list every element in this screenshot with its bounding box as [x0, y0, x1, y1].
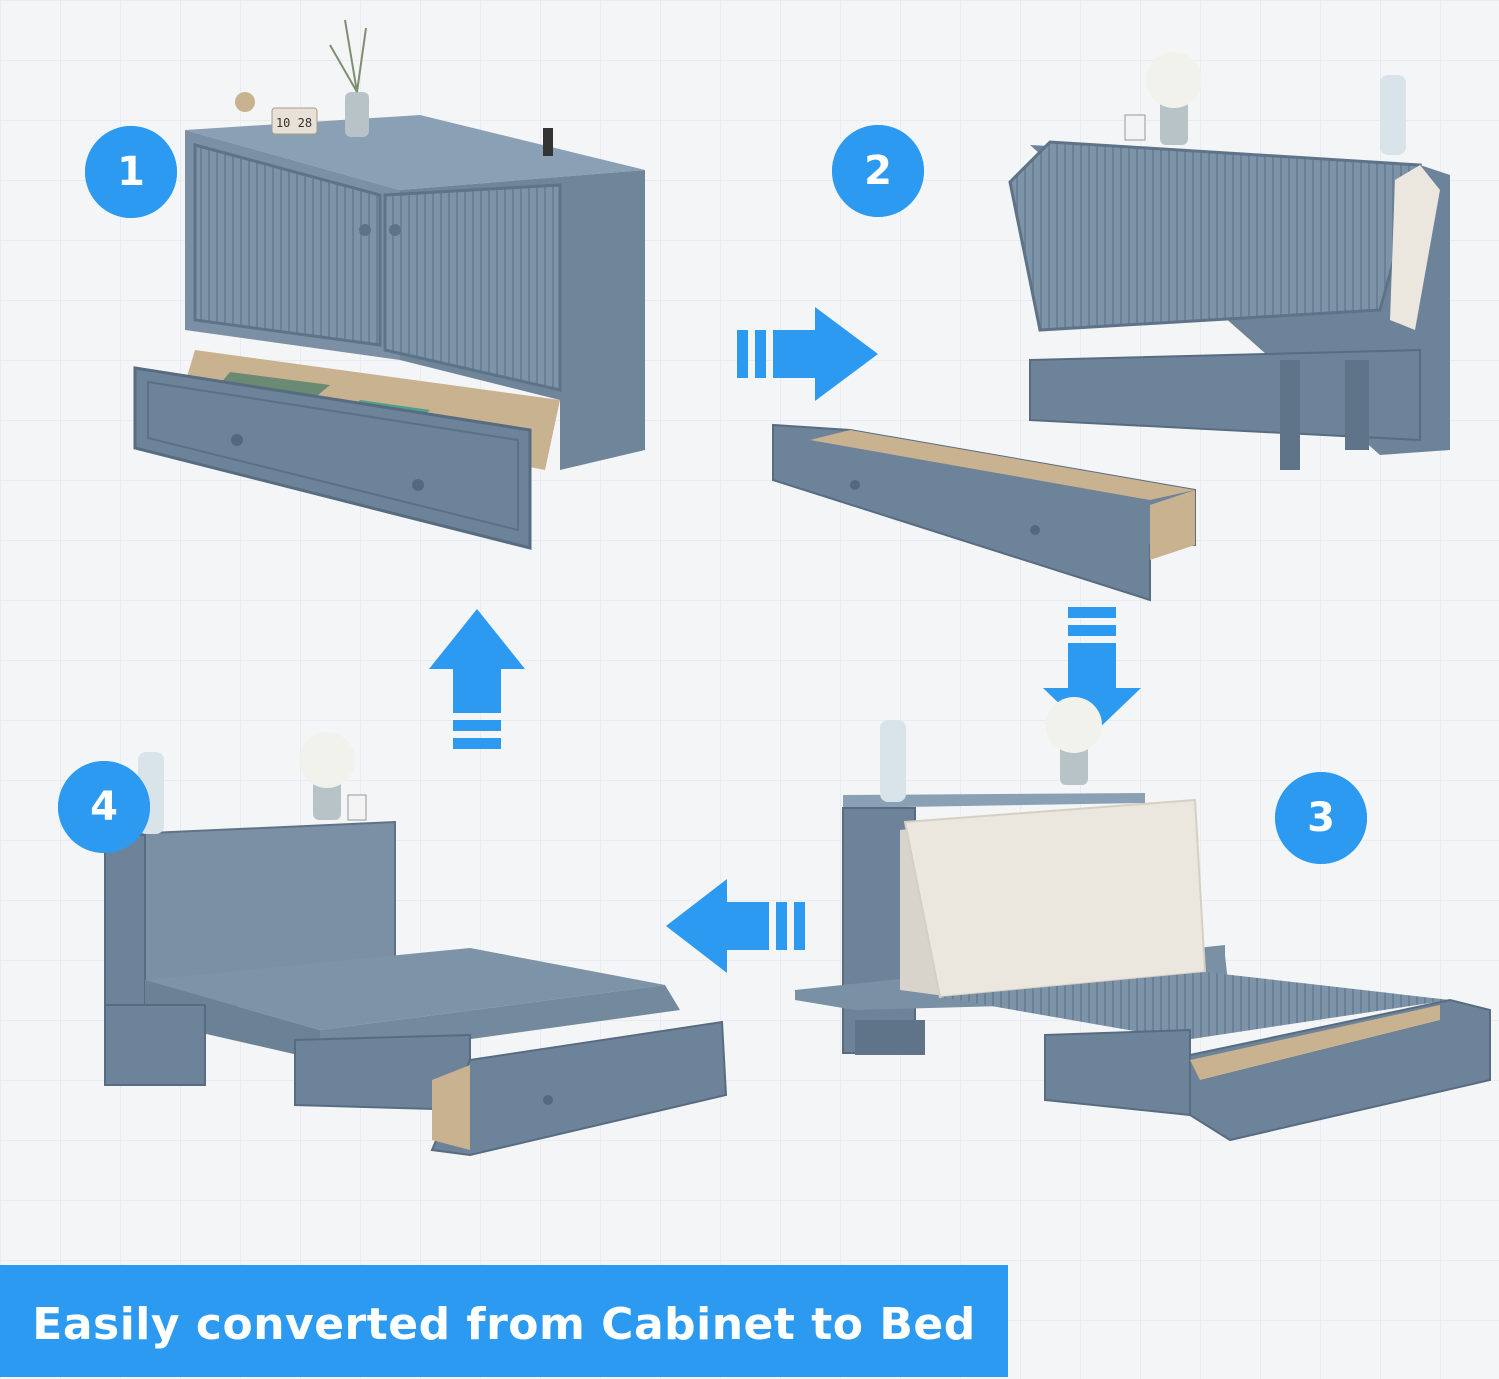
- step-number-4: 4: [58, 761, 150, 853]
- clock-display: 10 28: [276, 116, 312, 130]
- bed-step-4-image: [104, 732, 728, 1157]
- caption-banner: Easily converted from Cabinet to Bed: [0, 1265, 1008, 1377]
- arrow-down-icon: [1043, 607, 1141, 735]
- step-number-2: 2: [832, 125, 924, 217]
- step-number-3: 3: [1275, 772, 1367, 864]
- caption-text: Easily converted from Cabinet to Bed: [32, 1298, 976, 1350]
- step-number-1-label: 1: [117, 149, 145, 195]
- bed-step-3-image: [795, 697, 1491, 1142]
- cabinet-step-2-image: [772, 52, 1450, 602]
- step-number-3-label: 3: [1307, 795, 1335, 841]
- step-number-2-label: 2: [864, 148, 892, 194]
- cabinet-step-1-image: 10 28: [133, 19, 645, 550]
- step-number-1: 1: [85, 126, 177, 218]
- step-number-4-label: 4: [90, 784, 118, 830]
- arrow-right-icon: [737, 307, 878, 401]
- arrow-up-icon: [429, 609, 525, 749]
- arrow-left-icon: [666, 879, 805, 973]
